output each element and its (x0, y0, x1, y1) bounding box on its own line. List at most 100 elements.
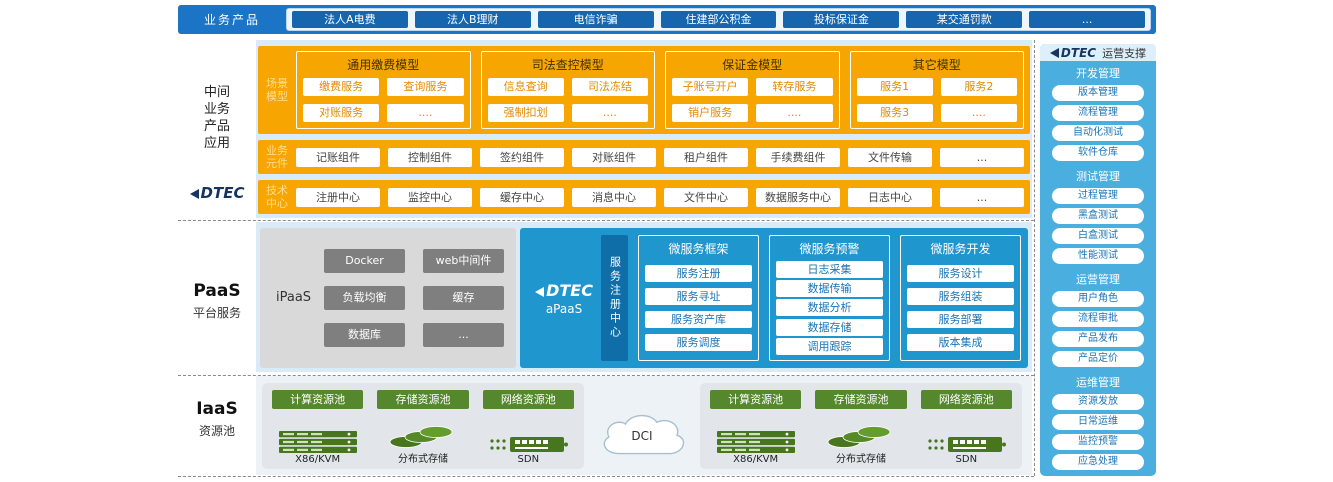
service-chip: 服务部署 (907, 311, 1014, 328)
iaas-label: IaaS 资源池 (178, 399, 256, 439)
business-components-items: 记账组件 控制组件 签约组件 对账组件 租户组件 手续费组件 文件传输 ... (296, 147, 1024, 167)
column-title: 微服务预警 (799, 242, 860, 256)
service-chip: 服务组装 (907, 288, 1014, 305)
model-service-chip: 服务2 (940, 78, 1017, 96)
sidebar-chip: 日常运维 (1052, 414, 1144, 430)
service-chip: 服务注册 (645, 265, 752, 282)
business-components-row: 业务 元件 记账组件 控制组件 签约组件 对账组件 租户组件 手续费组件 文件传… (258, 140, 1030, 174)
section-divider (178, 375, 1034, 376)
center-chip: 文件中心 (664, 187, 748, 207)
business-components-label: 业务 元件 (258, 144, 296, 170)
sidebar-chip: 自动化测试 (1052, 125, 1144, 141)
column-title: 微服务开发 (930, 242, 991, 256)
sidebar-chip: 软件仓库 (1052, 145, 1144, 161)
model-group-payment: 通用缴费模型 缴费服务 查询服务 对账服务 .... (296, 51, 471, 129)
dtec-logo-icon (189, 189, 199, 199)
sidebar-title: 运营支撑 (1102, 46, 1147, 60)
operations-sidebar: DTEC 运营支撑 开发管理 版本管理 流程管理 自动化测试 软件仓库 测试管理… (1040, 44, 1156, 476)
dtec-logo-icon (535, 286, 545, 297)
model-service-chip: 司法冻结 (571, 78, 648, 96)
paas-title: PaaS (193, 281, 241, 301)
sidebar-chip: 产品定价 (1052, 351, 1144, 367)
icon-label: SDN (517, 454, 540, 465)
disk-stack-icon (827, 426, 891, 448)
center-chip: 数据服务中心 (756, 187, 840, 207)
model-service-chip: 查询服务 (387, 78, 464, 96)
center-chip: 缓存中心 (480, 187, 564, 207)
ipaas-items: Docker web中间件 负载均衡 缓存 数据库 ... (324, 242, 504, 354)
iaas-title: IaaS (196, 399, 238, 419)
model-service-chip: 转存服务 (756, 78, 833, 96)
scenario-groups: 通用缴费模型 缴费服务 查询服务 对账服务 .... 司法查控模型 信息查询 司… (296, 51, 1024, 129)
ipaas-chip: 数据库 (324, 323, 405, 348)
resource-pool-left: 计算资源池 存储资源池 网络资源池 X86/KVM 分布式存储 (262, 383, 584, 469)
apaas-panel: DTEC aPaaS 服务注册中心 微服务框架 服务注册 服务寻址 服务资产库 … (520, 228, 1028, 368)
tech-centers-items: 注册中心 监控中心 缓存中心 消息中心 文件中心 数据服务中心 日志中心 ... (296, 187, 1024, 207)
model-group-deposit: 保证金模型 子账号开户 转存服务 销户服务 .... (665, 51, 840, 129)
pool-icons: X86/KVM 分布式存储 SDN (272, 425, 574, 465)
service-chip: 数据分析 (776, 299, 883, 317)
product-chip: 法人A电费 (292, 11, 408, 28)
paas-label: PaaS 平台服务 (178, 281, 256, 321)
model-group-items: 信息查询 司法冻结 强制扣划 .... (487, 76, 648, 124)
model-service-chip: .... (387, 104, 464, 122)
pool-chip: 存储资源池 (815, 390, 907, 409)
model-service-chip: 对账服务 (303, 104, 380, 122)
sidebar-chip: 版本管理 (1052, 85, 1144, 101)
product-chip: 住建部公积金 (660, 11, 777, 28)
label-line: 应用 (203, 136, 230, 151)
apaas-columns: 微服务框架 服务注册 服务寻址 服务资产库 服务调度 微服务预警 日志采集 数据… (638, 235, 1021, 361)
sidebar-chip: 白盒测试 (1052, 228, 1144, 244)
product-chip: 投标保证金 (783, 11, 900, 28)
column-items: 日志采集 数据传输 数据分析 数据存储 调用跟踪 (776, 259, 883, 357)
component-chip: 手续费组件 (756, 147, 840, 167)
business-products-label: 业务产品 (203, 13, 260, 27)
model-service-chip: 信息查询 (487, 78, 564, 96)
center-chip: 消息中心 (572, 187, 656, 207)
icon-label: 分布式存储 (835, 454, 886, 465)
service-chip: 服务设计 (907, 265, 1014, 282)
sidebar-chip: 应急处理 (1052, 454, 1144, 470)
business-products-list: 法人A电费 法人B理财 电信诈骗 住建部公积金 投标保证金 某交通罚款 ... (286, 8, 1151, 31)
scenario-models-row: 场景 模型 通用缴费模型 缴费服务 查询服务 对账服务 .... 司法查控模型 … (258, 46, 1030, 134)
pool-buttons: 计算资源池 存储资源池 网络资源池 (272, 390, 574, 409)
icon-label: 分布式存储 (397, 454, 448, 465)
sidebar-chip: 用户角色 (1052, 291, 1144, 307)
sidebar-chip: 黑盒测试 (1052, 208, 1144, 224)
sidebar-chip: 产品发布 (1052, 331, 1144, 347)
model-service-chip: 缴费服务 (303, 78, 380, 96)
disk-stack-icon (389, 426, 453, 448)
model-service-chip: 服务3 (856, 104, 933, 122)
dtec-logo-icon (1049, 47, 1059, 58)
sidebar-header: DTEC 运营支撑 (1040, 44, 1156, 61)
scenario-models-label: 场景 模型 (258, 51, 296, 129)
pool-chip: 网络资源池 (920, 390, 1012, 409)
sidebar-group-operation: 运营管理 用户角色 流程审批 产品发布 产品定价 (1040, 267, 1156, 370)
distributed-storage: 分布式存储 (815, 425, 906, 465)
pool-chip: 存储资源池 (377, 390, 469, 409)
sidebar-group-dev: 开发管理 版本管理 流程管理 自动化测试 软件仓库 (1040, 61, 1156, 164)
group-title: 运营管理 (1076, 273, 1120, 286)
label-line: 模型 (266, 90, 288, 103)
microservice-framework-column: 微服务框架 服务注册 服务寻址 服务资产库 服务调度 (638, 235, 759, 361)
distributed-storage: 分布式存储 (377, 425, 468, 465)
model-service-chip: 子账号开户 (672, 78, 749, 96)
server-rack-icon (716, 431, 795, 453)
dtec-logo: DTEC (178, 184, 256, 202)
business-products-bar: 业务产品 法人A电费 法人B理财 电信诈骗 住建部公积金 投标保证金 某交通罚款… (178, 5, 1156, 34)
service-chip: 调用跟踪 (776, 337, 883, 355)
model-group-title: 保证金模型 (722, 58, 783, 72)
sidebar-chip: 过程管理 (1052, 188, 1144, 204)
resource-pool-right: 计算资源池 存储资源池 网络资源池 X86/KVM 分布式存储 (700, 383, 1022, 469)
cloud-icon (603, 414, 685, 455)
model-group-other: 其它模型 服务1 服务2 服务3 .... (849, 51, 1024, 129)
sidebar-divider (1034, 40, 1035, 476)
column-items: 服务设计 服务组装 服务部署 版本集成 (907, 259, 1014, 357)
dtec-logo-text: DTEC (200, 184, 245, 202)
product-chip: 电信诈骗 (537, 11, 654, 28)
model-group-title: 其它模型 (912, 58, 961, 72)
apaas-logo-block: DTEC aPaaS (527, 235, 601, 361)
ipaas-chip: ... (423, 323, 504, 348)
dtec-logo: DTEC (1049, 46, 1096, 60)
